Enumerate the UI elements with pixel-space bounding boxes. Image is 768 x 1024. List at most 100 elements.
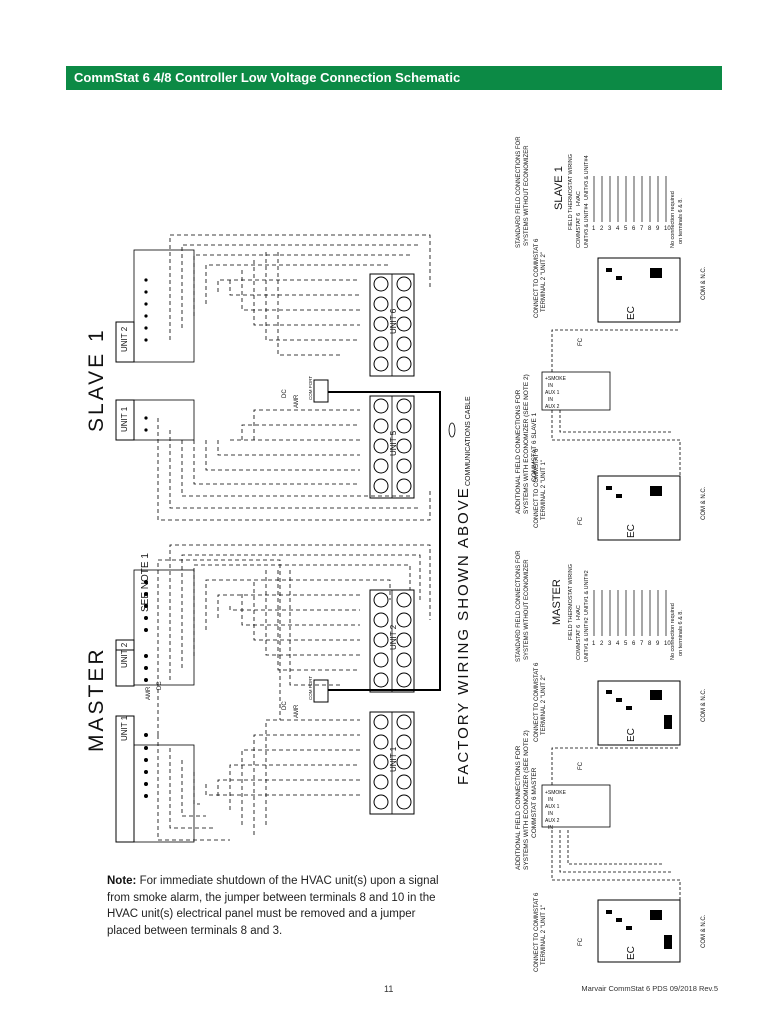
svg-text:SLAVE 1: SLAVE 1: [553, 166, 565, 210]
communications-cable-label: COMMUNICATIONS CABLE: [465, 396, 472, 486]
svg-text:COM PORT: COM PORT: [308, 676, 313, 700]
svg-text:IN: IN: [548, 811, 553, 817]
master-terminal-block-unit1: UNIT 1: [369, 711, 415, 815]
slave-harness-lines: [157, 234, 431, 521]
note-text: For immediate shutdown of the HVAC unit(…: [107, 875, 439, 937]
svg-text:ADDITIONAL FIELD CONNECTIONS F: ADDITIONAL FIELD CONNECTIONS FOR: [515, 745, 522, 870]
svg-text:5: 5: [624, 226, 628, 232]
svg-text:on terminals 6 & 8.: on terminals 6 & 8.: [678, 610, 684, 656]
factory-wiring-label: FACTORY WIRING SHOWN ABOVE: [455, 486, 472, 785]
svg-text:on terminals 6 & 8.: on terminals 6 & 8.: [678, 198, 684, 244]
slave-title: SLAVE 1: [85, 327, 108, 432]
svg-text:+SMOKE: +SMOKE: [545, 790, 567, 796]
svg-text:SYSTEMS WITH ECONOMIZER (SEE N: SYSTEMS WITH ECONOMIZER (SEE NOTE 2): [523, 374, 530, 514]
svg-text:2: 2: [600, 226, 604, 232]
svg-text:UNIT 2: UNIT 2: [120, 326, 129, 352]
svg-text:9: 9: [656, 641, 660, 647]
svg-text:UNIT 5: UNIT 5: [389, 430, 398, 456]
slave-com-port: [313, 379, 329, 403]
master-unit2-label: UNIT 2: [120, 642, 129, 668]
svg-text:AUX 1: AUX 1: [545, 390, 560, 396]
svg-text:STANDARD FIELD CONNECTIONS FOR: STANDARD FIELD CONNECTIONS FOR: [516, 550, 522, 662]
svg-text:CONNECT TO COMMSTAT 6: CONNECT TO COMMSTAT 6: [534, 238, 540, 318]
econ-slave-panel: ADDITIONAL FIELD CONNECTIONS FOR SYSTEMS…: [515, 238, 707, 541]
slave-terminal-block-unit5: UNIT 5: [369, 395, 415, 499]
slave-terminal-dots: [144, 278, 148, 432]
svg-text:FIELD THERMOSTAT WIRING: FIELD THERMOSTAT WIRING: [568, 154, 574, 230]
master-harness-lines: [157, 544, 431, 841]
svg-text:COM & N.C.: COM & N.C.: [701, 688, 707, 722]
svg-text:SYSTEMS WITH ECONOMIZER (SEE N: SYSTEMS WITH ECONOMIZER (SEE NOTE 2): [523, 730, 530, 870]
svg-text:10: 10: [664, 641, 671, 647]
svg-text:UNIT#3 & UNIT#4: UNIT#3 & UNIT#4: [584, 155, 590, 200]
svg-text:7: 7: [640, 641, 644, 647]
svg-text:CONNECT TO COMMSTAT 6: CONNECT TO COMMSTAT 6: [534, 662, 540, 742]
ec-board-slave-2: [597, 257, 681, 323]
svg-text:UNIT 6: UNIT 6: [389, 308, 398, 334]
std-master-rows: 1 2 3 4 5 6 7 8 9 10: [592, 641, 671, 647]
doc-reference: Marvair CommStat 6 PDS 09/2018 Rev.5: [581, 984, 718, 993]
svg-text:FC: FC: [578, 516, 584, 525]
svg-text:UNIT#1 & UNIT#2: UNIT#1 & UNIT#2: [584, 570, 590, 615]
page-number: 11: [384, 984, 394, 994]
master-title: MASTER: [85, 646, 108, 752]
ec-board-slave-1: [597, 475, 681, 541]
svg-text:FC: FC: [578, 337, 584, 346]
svg-text:COMMSTAT 6 SLAVE 1: COMMSTAT 6 SLAVE 1: [531, 412, 538, 482]
svg-text:+SMOKE: +SMOKE: [545, 376, 567, 382]
econ-master-panel: ADDITIONAL FIELD CONNECTIONS FOR SYSTEMS…: [515, 662, 707, 972]
svg-text:10: 10: [664, 226, 671, 232]
svg-text:3: 3: [608, 226, 612, 232]
svg-text:5: 5: [624, 641, 628, 647]
svg-text:FIELD THERMOSTAT WIRING: FIELD THERMOSTAT WIRING: [568, 564, 574, 640]
svg-text:IN: IN: [548, 825, 553, 831]
svg-text:EC: EC: [626, 306, 637, 320]
master-amr-label: AMR: [146, 686, 152, 700]
svg-text:2: 2: [600, 641, 604, 647]
communications-cable: [328, 391, 441, 691]
svg-text:1: 1: [592, 641, 596, 647]
svg-text:IN: IN: [548, 383, 553, 389]
master-dc-label: DC: [157, 681, 163, 690]
slave-section: SLAVE 1 UNIT 1 UNIT 2: [85, 234, 472, 691]
slave-terminal-block-unit6: UNIT 6: [369, 273, 415, 377]
svg-text:HVAC: HVAC: [576, 191, 582, 206]
std-master-arrows: [593, 590, 667, 636]
svg-text:AUX 2: AUX 2: [545, 404, 560, 410]
svg-text:UNIT#3 & UNIT#4: UNIT#3 & UNIT#4: [584, 203, 590, 248]
svg-text:ADDITIONAL FIELD CONNECTIONS F: ADDITIONAL FIELD CONNECTIONS FOR: [515, 389, 522, 514]
svg-text:AUX 2: AUX 2: [545, 818, 560, 824]
svg-text:COMMSTAT 6: COMMSTAT 6: [576, 213, 582, 248]
svg-text:UNIT 2: UNIT 2: [389, 624, 398, 650]
svg-text:COMMSTAT 6 MASTER: COMMSTAT 6 MASTER: [531, 767, 538, 838]
svg-text:No connection required: No connection required: [670, 603, 676, 660]
svg-text:COM & N.C.: COM & N.C.: [701, 914, 707, 948]
svg-text:UNIT#1 & UNIT#2: UNIT#1 & UNIT#2: [584, 617, 590, 662]
svg-text:COMMSTAT 6: COMMSTAT 6: [576, 625, 582, 660]
svg-text:No connection required: No connection required: [670, 191, 676, 248]
svg-text:DC: DC: [282, 389, 288, 398]
svg-text:TERMINAL 2 "UNIT 2": TERMINAL 2 "UNIT 2": [541, 675, 547, 735]
master-section: MASTER SEE NOTE 1 UNIT 1 UNIT 2 AMR DC: [85, 544, 431, 843]
svg-text:AMR: AMR: [294, 704, 300, 718]
master-unit1-label: UNIT 1: [120, 715, 129, 741]
svg-text:8: 8: [648, 641, 652, 647]
svg-text:EC: EC: [626, 728, 637, 742]
svg-text:TERMINAL 2 "UNIT 1": TERMINAL 2 "UNIT 1": [541, 460, 547, 520]
std-slave-panel: STANDARD FIELD CONNECTIONS FOR SYSTEMS W…: [516, 136, 684, 248]
svg-text:4: 4: [616, 226, 620, 232]
svg-text:DC: DC: [282, 701, 288, 710]
svg-text:4: 4: [616, 641, 620, 647]
svg-text:TERMINAL 2 "UNIT 1": TERMINAL 2 "UNIT 1": [541, 905, 547, 965]
ec-board-master-2: [597, 680, 681, 746]
svg-text:6: 6: [632, 226, 636, 232]
svg-text:UNIT 1: UNIT 1: [389, 746, 398, 772]
svg-text:COM & N.C.: COM & N.C.: [701, 266, 707, 300]
svg-text:CONNECT TO COMMSTAT 6: CONNECT TO COMMSTAT 6: [534, 448, 540, 528]
svg-text:COM PORT: COM PORT: [308, 376, 313, 400]
svg-text:7: 7: [640, 226, 644, 232]
svg-text:STANDARD FIELD CONNECTIONS FOR: STANDARD FIELD CONNECTIONS FOR: [516, 136, 522, 248]
svg-text:8: 8: [648, 226, 652, 232]
note-label: Note:: [107, 875, 137, 887]
